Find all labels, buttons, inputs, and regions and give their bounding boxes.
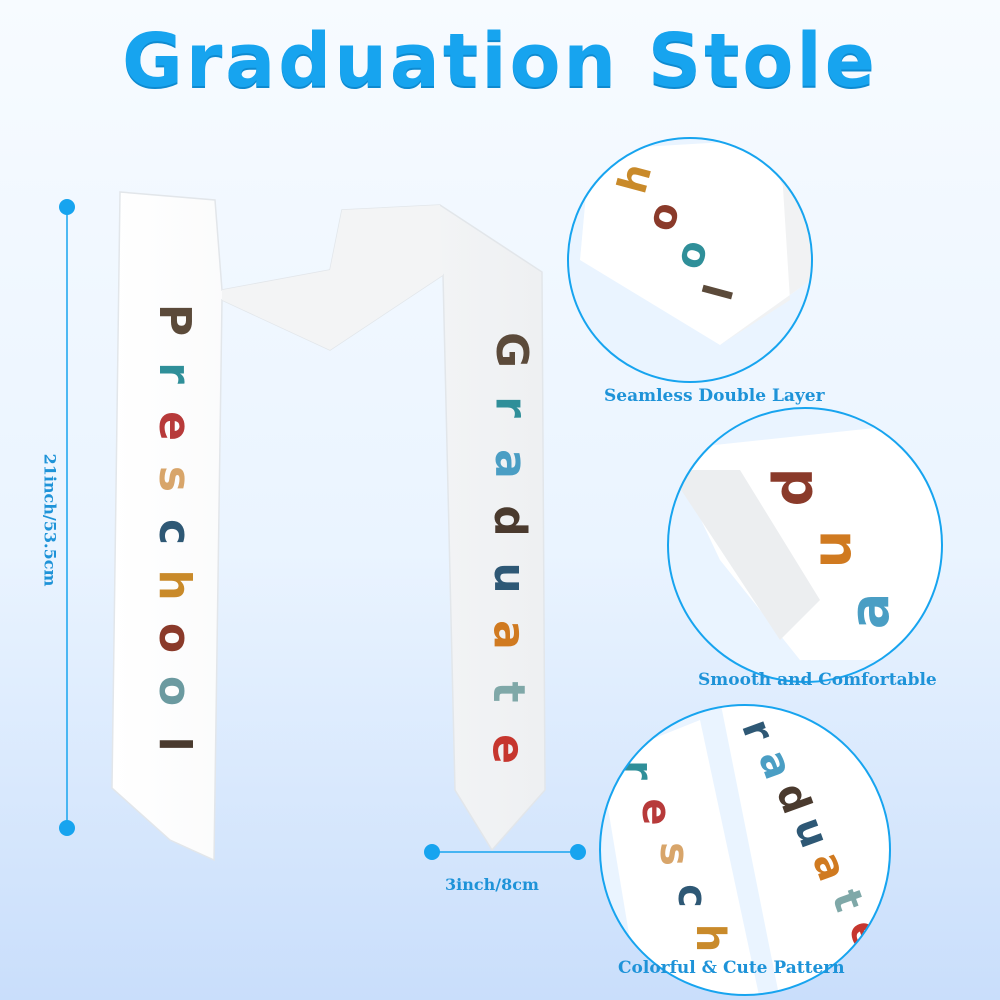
height-dimension-label: 21inch/53.5cm <box>40 453 60 587</box>
stole-letter: e <box>483 734 534 764</box>
caption-smooth-comfortable: Smooth and Comfortable <box>698 670 937 690</box>
stole-letter: r <box>486 396 537 418</box>
stole-letter: t <box>483 681 534 702</box>
stole-letter: a <box>838 593 901 629</box>
stole-letter: P <box>149 304 200 336</box>
stole-letter: r <box>149 362 200 384</box>
stole-letter: e <box>149 411 200 441</box>
stole-letter: a <box>485 449 536 479</box>
stole-letter: e <box>633 798 679 825</box>
stole-letter: r <box>615 760 661 780</box>
stole-letter: d <box>485 505 536 537</box>
caption-colorful-pattern: Colorful & Cute Pattern <box>618 958 845 978</box>
stole-letter: s <box>651 842 697 866</box>
stole-letter: s <box>149 466 200 492</box>
page-title: Graduation Stole <box>122 18 878 104</box>
stole-letter: o <box>149 676 200 706</box>
stole-letter: d <box>762 468 825 507</box>
width-dimension-line <box>424 844 586 860</box>
stole-letter: h <box>149 569 200 600</box>
stole-letter: G <box>486 332 537 368</box>
caption-seamless-double-layer: Seamless Double Layer <box>604 386 825 406</box>
stole-letter: o <box>149 623 200 653</box>
stole-letter: u <box>800 530 863 568</box>
stole-shape <box>111 191 546 862</box>
stole-letter: u <box>484 562 535 593</box>
width-dimension-label: 3inch/8cm <box>445 875 539 894</box>
stole-letter: h <box>687 924 733 952</box>
detail-circle-smooth: dua <box>667 407 943 683</box>
stole-letter: l <box>149 736 200 751</box>
stole-letter: c <box>669 884 715 908</box>
stole-letter: a <box>484 620 535 650</box>
stole-letter: c <box>149 519 200 545</box>
height-dimension-line <box>59 199 75 836</box>
